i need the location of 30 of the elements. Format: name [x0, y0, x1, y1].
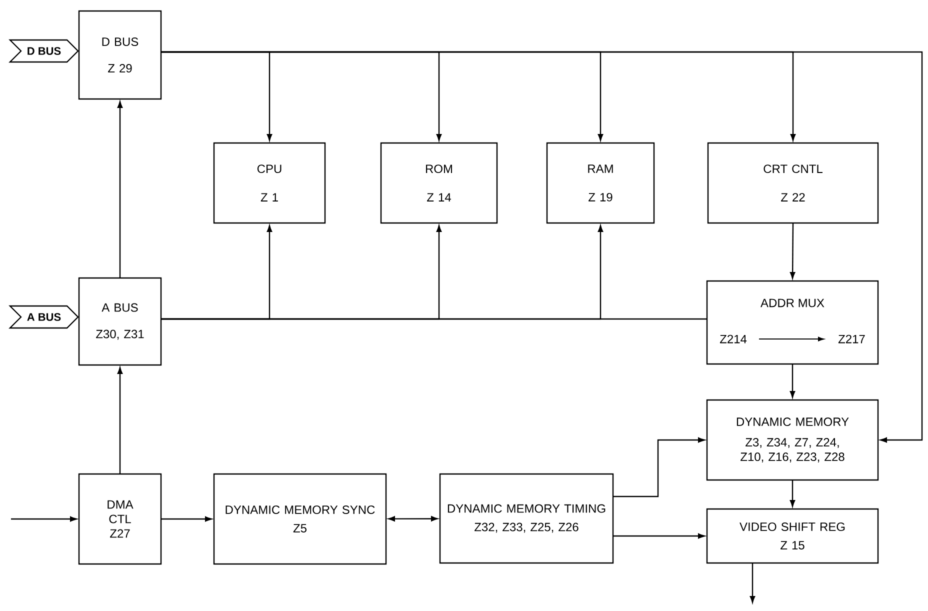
process-box: A BUS Z30, Z31: [78, 277, 162, 366]
arrow: [613, 533, 705, 539]
process-box: ADDR MUX Z214 Z217: [706, 280, 879, 365]
arrow: [388, 516, 438, 522]
arrow: [11, 516, 77, 522]
signal-flag: A BUS: [8, 305, 79, 329]
arrow: [117, 101, 123, 278]
signal-flag: D BUS: [8, 39, 79, 63]
node-label: Z214: [720, 334, 747, 344]
process-box: D BUS Z 29: [78, 10, 162, 100]
process-box: DYNAMIC MEMORY SYNC Z5: [213, 473, 387, 565]
arrow: [613, 437, 705, 498]
process-box: DMA CTL Z27: [78, 473, 162, 565]
arrow: [161, 516, 212, 522]
arrow: [790, 480, 796, 507]
node-label: ADDR MUX: [760, 298, 824, 308]
process-box: DYNAMIC MEMORY Z3, Z34, Z7, Z24, Z10, Z16, Z23, Z28: [706, 399, 879, 481]
process-box: ROM Z 14: [380, 142, 498, 224]
arrow: [750, 563, 756, 603]
arrow: [161, 225, 272, 320]
arrow: [161, 51, 272, 141]
arrow: [117, 367, 123, 474]
process-box: DYNAMIC MEMORY TIMING Z32, Z33, Z25, Z26: [439, 473, 614, 564]
arrow: [790, 223, 796, 279]
process-box: VIDEO SHIFT REG Z 15: [706, 508, 879, 564]
arrow: [790, 364, 796, 398]
node-label: Z217: [838, 334, 865, 344]
process-box: CPU Z 1: [213, 142, 326, 224]
process-box: CRT CNTL Z 22: [707, 142, 879, 224]
process-box: RAM Z 19: [546, 142, 655, 224]
